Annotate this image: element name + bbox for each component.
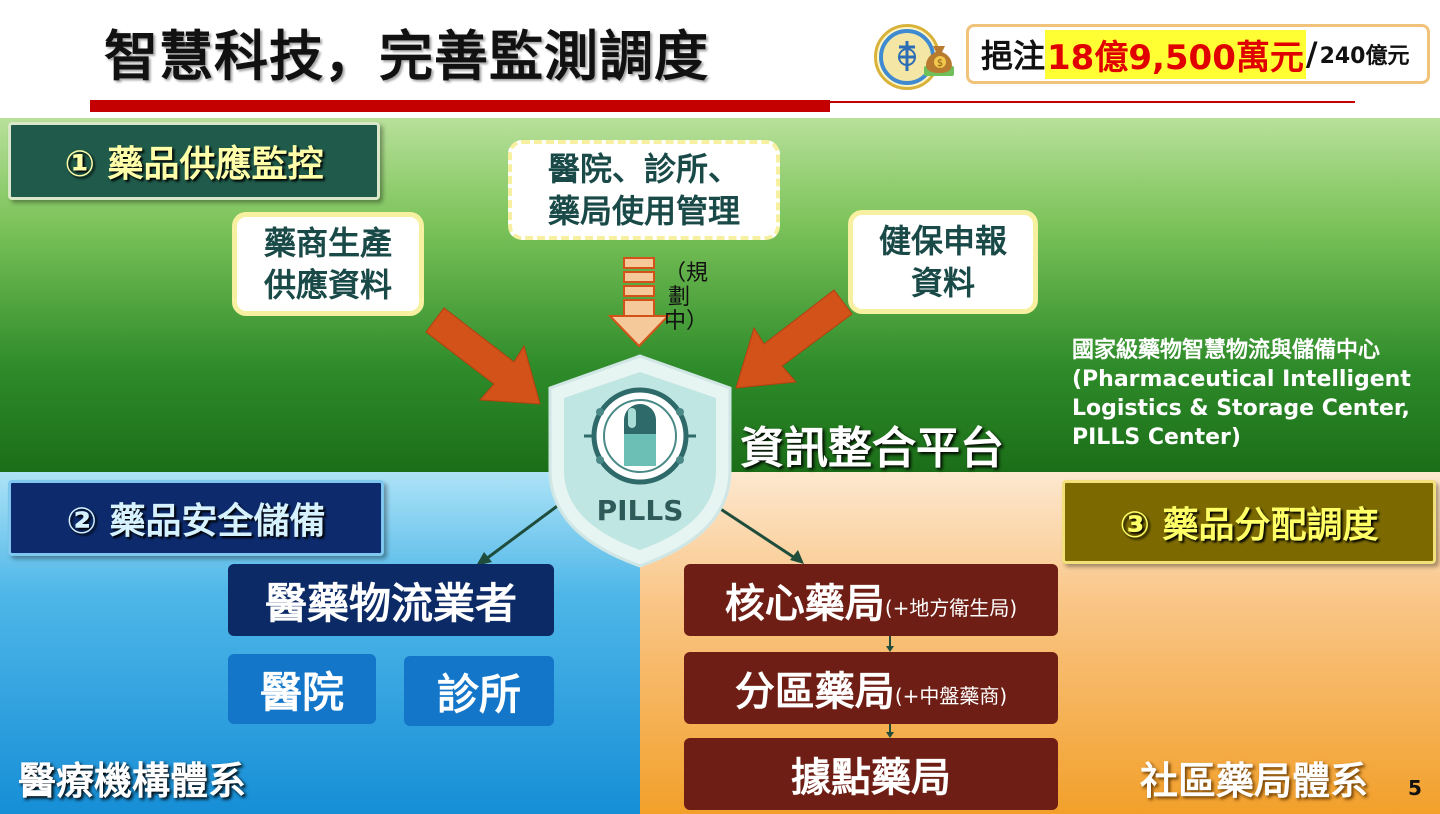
arrow-planning-icon (607, 257, 671, 348)
pillar-supply-label: ① 藥品供應監控 (64, 144, 324, 185)
platform-label: 資訊整合平台 (740, 423, 1004, 474)
pillar-supply-monitoring: ① 藥品供應監控 (8, 122, 380, 200)
pillar-reserve-label: ② 藥品安全儲備 (66, 501, 326, 542)
source-insurance-label: 健保申報 資料 (878, 222, 1007, 302)
svg-text:$: $ (937, 58, 943, 69)
connector-to-medical (481, 502, 561, 564)
medical-logistics-box: 醫藥物流業者 (228, 564, 554, 636)
pills-logo-text: PILLS (596, 494, 684, 527)
arrow-insurance-icon (735, 289, 853, 389)
clinic-box: 診所 (404, 656, 554, 726)
pillar-distribution: ③ 藥品分配調度 (1062, 480, 1436, 564)
page-number: 5 (1408, 776, 1422, 800)
core-pharmacy-box: 核心藥局 (+地方衛生局) (684, 564, 1058, 636)
core-pharmacy-label: 核心藥局 (724, 581, 885, 627)
pills-center-description: 國家級藥物智慧物流與儲備中心 (Pharmaceutical Intellige… (1072, 336, 1412, 452)
source-insurance-claims: 健保申報 資料 (848, 210, 1038, 314)
pills-center-name-zh: 國家級藥物智慧物流與儲備中心 (1072, 338, 1381, 363)
hospital-box: 醫院 (228, 654, 376, 724)
pillar-safety-reserve: ② 藥品安全儲備 (8, 480, 384, 556)
district-pharmacy-label: 分區藥局 (734, 669, 895, 715)
arrow-manufacturer-icon (425, 307, 541, 405)
medical-logistics-label: 醫藥物流業者 (264, 578, 517, 628)
source-manufacturer-label: 藥商生產 供應資料 (263, 224, 392, 304)
district-pharmacy-note: (+中盤藥商) (894, 683, 1008, 708)
title-underline (90, 100, 830, 112)
core-pharmacy-note: (+地方衛生局) (884, 595, 1018, 620)
money-bag-icon: $ (922, 40, 956, 78)
district-pharmacy-box: 分區藥局 (+中盤藥商) (684, 652, 1058, 724)
source-usage-management: 醫院、診所、 藥局使用管理 (508, 140, 780, 240)
pills-shield-logo (548, 354, 732, 568)
connector-to-pharmacy (715, 504, 799, 562)
page-title: 智慧科技，完善監測調度 (104, 25, 709, 88)
clinic-label: 診所 (436, 669, 521, 719)
base-pharmacy-label: 據點藥局 (791, 755, 951, 801)
title-divider (830, 101, 1355, 103)
source-manufacturer-data: 藥商生產 供應資料 (232, 212, 424, 316)
planning-note: （規劃中） (664, 261, 709, 334)
base-pharmacy-box: 據點藥局 (684, 738, 1058, 810)
budget-box: 挹注 18億9,500萬元 / 240億元 (966, 24, 1430, 84)
medical-system-label: 醫療機構體系 (18, 759, 247, 803)
pills-center-name-en: (Pharmaceutical Intelligent Logistics & … (1072, 367, 1411, 450)
budget-amount: 18億9,500萬元 (1045, 29, 1306, 79)
pillar-distribution-label: ③ 藥品分配調度 (1119, 505, 1379, 546)
budget-prefix: 挹注 (981, 37, 1046, 75)
source-usage-label: 醫院、診所、 藥局使用管理 (547, 150, 740, 230)
hospital-label: 醫院 (259, 667, 344, 717)
budget-total: 240億元 (1319, 44, 1410, 69)
budget-slash: / (1305, 35, 1318, 73)
pharmacy-system-label: 社區藥局體系 (1140, 759, 1369, 803)
